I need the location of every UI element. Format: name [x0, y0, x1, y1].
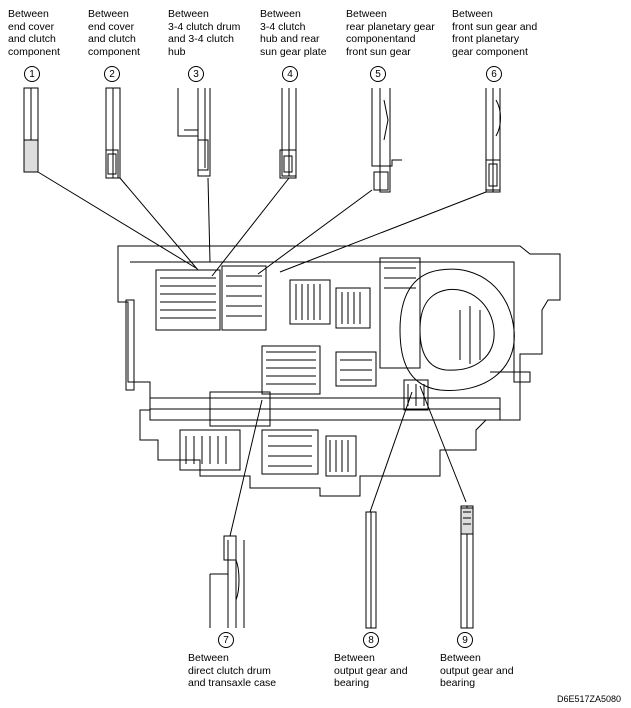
callout-label-3: Between 3-4 clutch drum and 3-4 clutch h…	[168, 8, 241, 58]
detail-view-6	[485, 88, 501, 193]
leader-lines-top	[37, 171, 487, 277]
detail-view-4	[279, 88, 297, 179]
callout-label-2: Between end cover and clutch component	[88, 8, 140, 58]
differential-housing	[379, 257, 515, 391]
callout-number-6: 6	[486, 66, 502, 82]
callout-number-3: 3	[188, 66, 204, 82]
callout-number-2: 2	[104, 66, 120, 82]
callout-label-5: Between rear planetary gear componentand…	[346, 8, 435, 58]
detail-view-2	[105, 87, 121, 179]
lower-gear-sets	[179, 429, 357, 477]
figure-code: D6E517ZA5080	[556, 694, 621, 704]
callout-label-8: Between output gear and bearing	[334, 652, 408, 689]
callout-number-5: 5	[370, 66, 386, 82]
callout-label-6: Between front sun gear and front planeta…	[452, 8, 538, 58]
detail-view-8	[365, 511, 377, 629]
callout-label-1: Between end cover and clutch component	[8, 8, 60, 58]
callout-label-4: Between 3-4 clutch hub and rear sun gear…	[260, 8, 327, 58]
detail-view-5	[371, 88, 402, 193]
left-clutch-packs	[155, 265, 267, 331]
detail-view-9	[460, 505, 474, 629]
detail-view-7	[209, 535, 245, 628]
callout-number-4: 4	[282, 66, 298, 82]
callout-label-7: Between direct clutch drum and transaxle…	[188, 652, 277, 689]
planetary-gear-sets	[261, 279, 371, 395]
callout-number-7: 7	[218, 632, 234, 648]
right-shaft-end	[513, 371, 531, 383]
main-assembly	[117, 245, 561, 497]
left-bolt	[125, 299, 135, 391]
output-gear-bearings	[335, 351, 429, 411]
detail-view-1	[23, 87, 39, 173]
callout-number-1: 1	[24, 66, 40, 82]
callout-number-8: 8	[363, 632, 379, 648]
callout-label-9: Between output gear and bearing	[440, 652, 514, 689]
detail-view-3	[177, 88, 211, 177]
callout-number-9: 9	[457, 632, 473, 648]
